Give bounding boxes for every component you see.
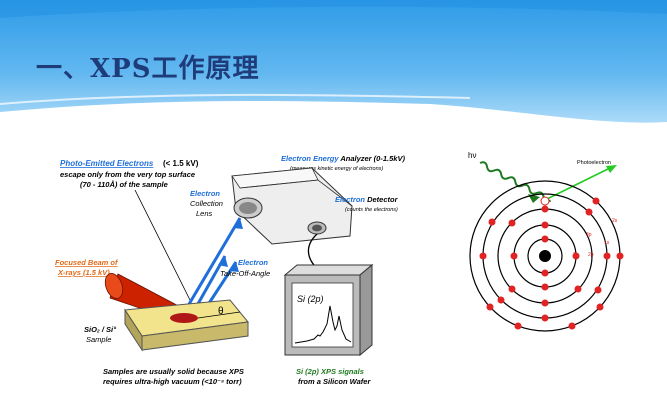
sample-block	[124, 299, 249, 352]
escape-pointer-line	[134, 189, 191, 301]
analyzer-label: Electron Energy Analyzer (0-1.5kV)	[281, 154, 405, 163]
left-xps-schematic: Photo-Emitted Electrons (< 1.5 kV) escap…	[55, 154, 405, 386]
takeoff-line2: Take-Off-Angle	[220, 269, 270, 278]
bottom-line1: Samples are usually solid because XPS	[103, 367, 244, 376]
photo-emitted-energy: (< 1.5 kV)	[163, 159, 199, 168]
spectrum-trace	[294, 305, 352, 344]
slide-title: 一、XPS工作原理	[36, 54, 260, 84]
shell-label: 2s	[612, 218, 618, 224]
shell-label: 3p	[586, 232, 592, 238]
beam-line1: Focused Beam of	[55, 258, 119, 267]
bottom-line2: requires ultra-high vacuum (<10⁻⁸ torr)	[103, 377, 242, 386]
sample-line1: SiO₂ / Si°	[84, 325, 117, 334]
photoelectron-arrow-line	[546, 166, 613, 200]
hv-label: hν	[468, 151, 476, 160]
escape-line1: escape only from the very top surface	[60, 170, 195, 179]
lens-line2: Collection	[190, 199, 223, 208]
shell-label: 1s	[604, 240, 610, 246]
shell-labels: 2s 2p 1s 2s 3p	[573, 218, 618, 258]
lens-line3: Lens	[196, 209, 213, 218]
detector-label: Electron Detector	[335, 195, 399, 204]
escape-line2: (70 - 110Å) of the sample	[80, 180, 168, 189]
analyzer-note: (measures kinetic energy of electrons)	[290, 166, 383, 172]
photon-arrow-head	[528, 194, 540, 203]
nucleus	[539, 250, 551, 262]
vacancy-electron	[540, 196, 550, 206]
signal-label-line2: from a Silicon Wafer	[298, 377, 371, 386]
xps-diagram: Photo-Emitted Electrons (< 1.5 kV) escap…	[55, 151, 624, 386]
photoelectron-label: Photoelectron	[577, 160, 611, 166]
photoelectron-arrow-head	[606, 165, 617, 173]
beam-line2: X-rays (1.5 kV)	[57, 268, 110, 277]
spectrum-label: Si (2p)	[297, 294, 324, 304]
photo-emitted-label: Photo-Emitted Electrons	[60, 159, 154, 168]
shell-label: 2p	[588, 252, 594, 258]
header-banner	[0, 0, 667, 135]
detector-note: (counts the electrons)	[345, 207, 398, 213]
electrons	[479, 197, 624, 330]
shell-label: 2s	[573, 252, 579, 258]
energy-analyzer-housing	[231, 167, 353, 245]
right-atom-model: hν Photoelectron	[468, 151, 624, 332]
photon-wave	[479, 161, 552, 203]
theta-symbol: θ	[218, 306, 224, 317]
spectrum-monitor: Si (2p)	[283, 263, 374, 357]
sample-line2: Sample	[86, 335, 111, 344]
takeoff-angle-line	[197, 311, 241, 319]
lens-line1: Electron	[190, 189, 220, 198]
signal-label-line1: Si (2p) XPS signals	[296, 367, 364, 376]
takeoff-line1: Electron	[238, 258, 268, 267]
